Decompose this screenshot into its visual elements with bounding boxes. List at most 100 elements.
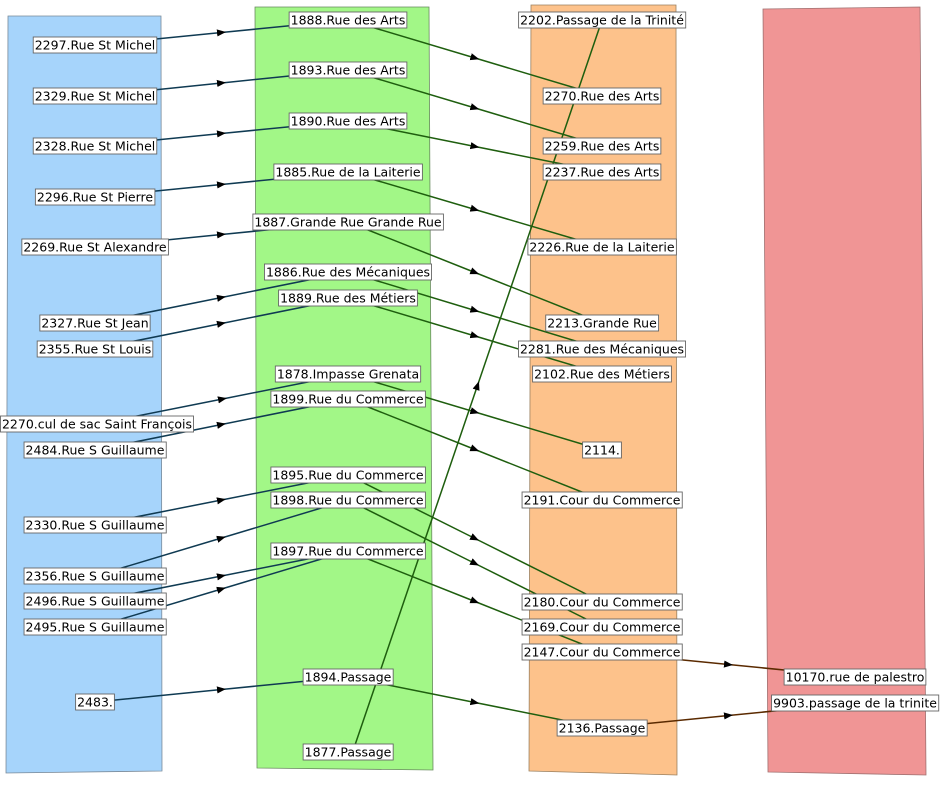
node-2327: 2327.Rue St Jean [39,314,151,332]
node-label: 2237.Rue des Arts [545,165,660,180]
node-box [274,365,422,383]
node-box [270,542,426,560]
edge-n1878-to-n2114 [347,373,603,451]
node-box [36,340,154,358]
node-box [771,694,940,712]
node-label: 2102.Rue des Métiers [534,367,670,382]
edge-n2327-to-n1886 [94,271,349,324]
node-box [532,365,672,383]
node-box [521,491,683,509]
node-1890: 1890.Rue des Arts [288,112,408,130]
node-2202: 2202.Passage de la Trinité [518,11,687,29]
node-box [21,238,169,256]
node-box [0,415,194,433]
node-label: 9903.passage de la trinite [773,696,937,711]
node-label: 2496.Rue S Guillaume [26,594,165,609]
node-2483: 2483. [75,693,115,711]
node-label: 1878.Impasse Grenata [277,367,419,382]
column-lanes [5,4,927,776]
node-label: 1889.Rue des Métiers [280,291,416,306]
node-box [23,592,167,610]
node-2136: 2136.Passage [556,719,648,737]
node-box [518,340,686,358]
node-label: 1894.Passage [305,670,392,685]
node-label: 2114. [584,443,620,458]
node-label: 2355.Rue St Louis [39,342,152,357]
node-box [75,693,115,711]
node-box [302,743,394,761]
node-label: 2259.Rue des Arts [545,139,660,154]
node-label: 2330.Rue S Guillaume [26,518,165,533]
node-box [542,87,662,105]
node-2496: 2496.Rue S Guillaume [23,592,167,610]
node-box [527,238,677,256]
node-2213: 2213.Grande Rue [545,314,660,332]
node-2281: 2281.Rue des Mécaniques [518,340,686,358]
node-label: 2270.cul de sac Saint François [2,417,192,432]
edge-n2356-to-n1898 [94,499,349,577]
node-1898: 1898.Rue du Commerce [270,491,426,509]
node-label: 1890.Rue des Arts [291,114,406,129]
node-box [23,567,167,585]
node-box [273,163,423,181]
edge-n2495-to-n1897 [94,550,349,628]
column-lane-4 [762,6,927,776]
node-2297: 2297.Rue St Michel [32,36,158,54]
node-label: 2483. [77,695,113,710]
node-label: 2484.Rue S Guillaume [26,443,165,458]
column-lane-1 [5,15,163,774]
node-2296: 2296.Rue St Pierre [34,188,156,206]
node-2270b: 2270.Rue des Arts [542,87,662,105]
node-label: 1877.Passage [305,745,392,760]
node-label: 10170.rue de palestro [786,670,925,685]
node-box [39,314,151,332]
node-10170: 10170.rue de palestro [783,668,927,686]
node-box [288,112,408,130]
node-box [542,137,662,155]
edge-n1885-to-n2226 [347,171,603,248]
node-label: 1899.Rue du Commerce [272,392,423,407]
node-box [521,643,683,661]
node-label: 1893.Rue des Arts [291,63,406,78]
edge-n2355-to-n1889 [94,297,349,350]
node-label: 2136.Passage [559,721,646,736]
node-label: 2191.Cour du Commerce [524,493,681,508]
edge-n2484-to-n1899 [94,398,349,451]
node-box [545,314,660,332]
node-label: 2226.Rue de la Laiterie [529,240,675,255]
node-label: 2328.Rue St Michel [35,139,156,154]
node-1886: 1886.Rue des Mécaniques [264,263,432,281]
node-2330: 2330.Rue S Guillaume [23,516,167,534]
node-2355: 2355.Rue St Louis [36,340,154,358]
node-1888: 1888.Rue des Arts [288,11,408,29]
node-box [270,466,426,484]
node-label: 1887.Grande Rue Grande Rue [254,215,442,230]
node-2226: 2226.Rue de la Laiterie [527,238,677,256]
node-box [556,719,648,737]
node-2147: 2147.Cour du Commerce [521,643,683,661]
node-label: 2329.Rue St Michel [35,89,156,104]
node-box [32,137,158,155]
node-box [23,441,167,459]
node-2102: 2102.Rue des Métiers [532,365,672,383]
node-2237: 2237.Rue des Arts [542,163,662,181]
node-box [288,61,408,79]
node-9903: 9903.passage de la trinite [771,694,940,712]
node-label: 2202.Passage de la Trinité [520,13,684,28]
node-1878: 1878.Impasse Grenata [274,365,422,383]
node-label: 2270.Rue des Arts [545,89,660,104]
node-1899: 1899.Rue du Commerce [270,390,426,408]
node-label: 2327.Rue St Jean [41,316,148,331]
edge-n1899-to-n2191 [347,398,603,501]
node-1885: 1885.Rue de la Laiterie [273,163,423,181]
node-1894: 1894.Passage [302,668,394,686]
node-label: 1897.Rue du Commerce [272,544,423,559]
node-label: 2356.Rue S Guillaume [26,569,165,584]
node-label: 2269.Rue St Alexandre [23,240,167,255]
node-2270a: 2270.cul de sac Saint François [0,415,194,433]
edge-n1888-to-n2270b [347,19,603,97]
node-1877: 1877.Passage [302,743,394,761]
node-box [23,516,167,534]
node-box [521,618,683,636]
